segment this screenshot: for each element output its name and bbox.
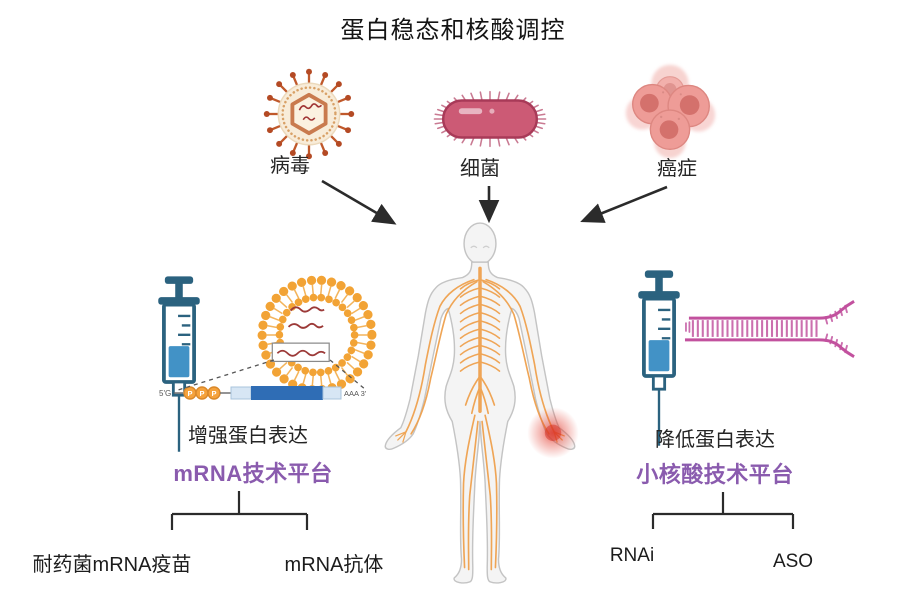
sirna-branch-bracket [651, 492, 795, 529]
p-label: P [187, 389, 192, 398]
mrna-branch-antibody: mRNA抗体 [284, 554, 384, 576]
arrow-virus-to-body [321, 179, 397, 225]
sirna-platform-title: 小核酸技术平台 [636, 462, 794, 487]
orf-segment [251, 386, 323, 400]
sirna-effect-label: 降低蛋白表达 [655, 429, 775, 451]
bacteria-icon [433, 90, 547, 148]
p-label: P [199, 389, 204, 398]
virus-icon [263, 68, 355, 160]
cap-label: 5'G [159, 389, 171, 398]
utr-3-segment [322, 386, 342, 400]
sirna-branch-rnai: RNAi [609, 545, 655, 566]
bacteria-label: 细菌 [460, 158, 500, 180]
arrow-cancer-to-body [580, 185, 668, 223]
page-title: 蛋白稳态和核酸调控 [340, 17, 566, 44]
head [463, 222, 497, 265]
nervous-system [395, 266, 565, 571]
mrna-construct-diagram: 5'G P P P AAA 3' [159, 386, 367, 400]
p-label: P [211, 389, 216, 398]
mrna-branch-bracket [170, 491, 309, 530]
cancer-icon [625, 64, 716, 159]
mrna-platform-title: mRNA技术平台 [173, 461, 333, 486]
mrna-branch-vaccine: 耐药菌mRNA疫苗 [32, 554, 192, 576]
human-body-figure [384, 222, 579, 584]
cancer-label: 癌症 [657, 158, 697, 180]
polya-label: AAA 3' [344, 389, 367, 398]
virus-label: 病毒 [270, 155, 310, 177]
syringe-icon-right [638, 270, 680, 446]
sirna-duplex-icon [684, 300, 855, 358]
utr-5-segment [230, 386, 252, 400]
mrna-effect-label: 增强蛋白表达 [188, 425, 308, 447]
sirna-branch-aso: ASO [772, 551, 814, 572]
